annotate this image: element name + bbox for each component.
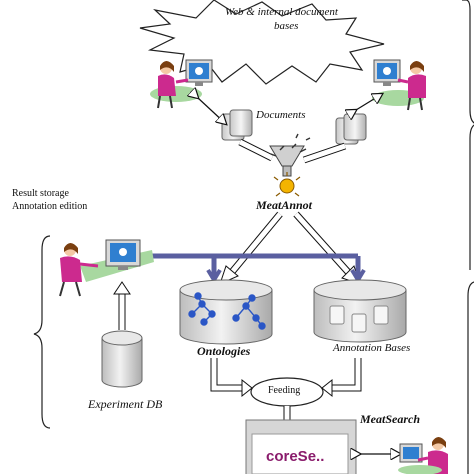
cloud-title-line2: bases bbox=[274, 20, 299, 32]
meatsearch-label: MeatSearch bbox=[360, 412, 420, 426]
annotation-edition-label: Annotation edition bbox=[12, 201, 88, 212]
feeding-label: Feeding bbox=[268, 385, 301, 396]
meatsearch-panel bbox=[245, 419, 357, 474]
left-brace bbox=[33, 235, 51, 429]
cloud-title-line1: Web & internal document bbox=[225, 6, 338, 18]
user-workstation-bottom-left bbox=[59, 239, 154, 297]
corese-logo-text: coreSe.. bbox=[266, 448, 325, 465]
right-brace-lower bbox=[467, 281, 474, 474]
user-workstation-top-right bbox=[372, 59, 426, 111]
documents-label: Documents bbox=[256, 109, 306, 121]
ontologies-database bbox=[179, 279, 273, 345]
document-stack-left bbox=[221, 109, 253, 141]
user-workstation-bottom-right bbox=[398, 437, 448, 474]
arrows-meatannot-down bbox=[219, 211, 361, 285]
ontologies-label: Ontologies bbox=[197, 344, 251, 358]
annotation-bases-database bbox=[313, 279, 407, 343]
result-storage-label: Result storage bbox=[12, 188, 69, 199]
connection-pipe bbox=[150, 253, 366, 284]
arrows-top bbox=[198, 94, 382, 164]
annotation-bases-label: Annotation Bases bbox=[333, 342, 411, 354]
experiment-db-label: Experiment DB bbox=[88, 397, 163, 411]
experiment-db-database bbox=[101, 330, 143, 388]
meatannot-label: MeatAnnot bbox=[256, 198, 313, 212]
meatannot-funnel-icon bbox=[269, 133, 311, 197]
document-stack-right bbox=[335, 113, 367, 145]
right-brace bbox=[462, 0, 474, 270]
arrow-experiment-to-workstation bbox=[113, 281, 131, 330]
